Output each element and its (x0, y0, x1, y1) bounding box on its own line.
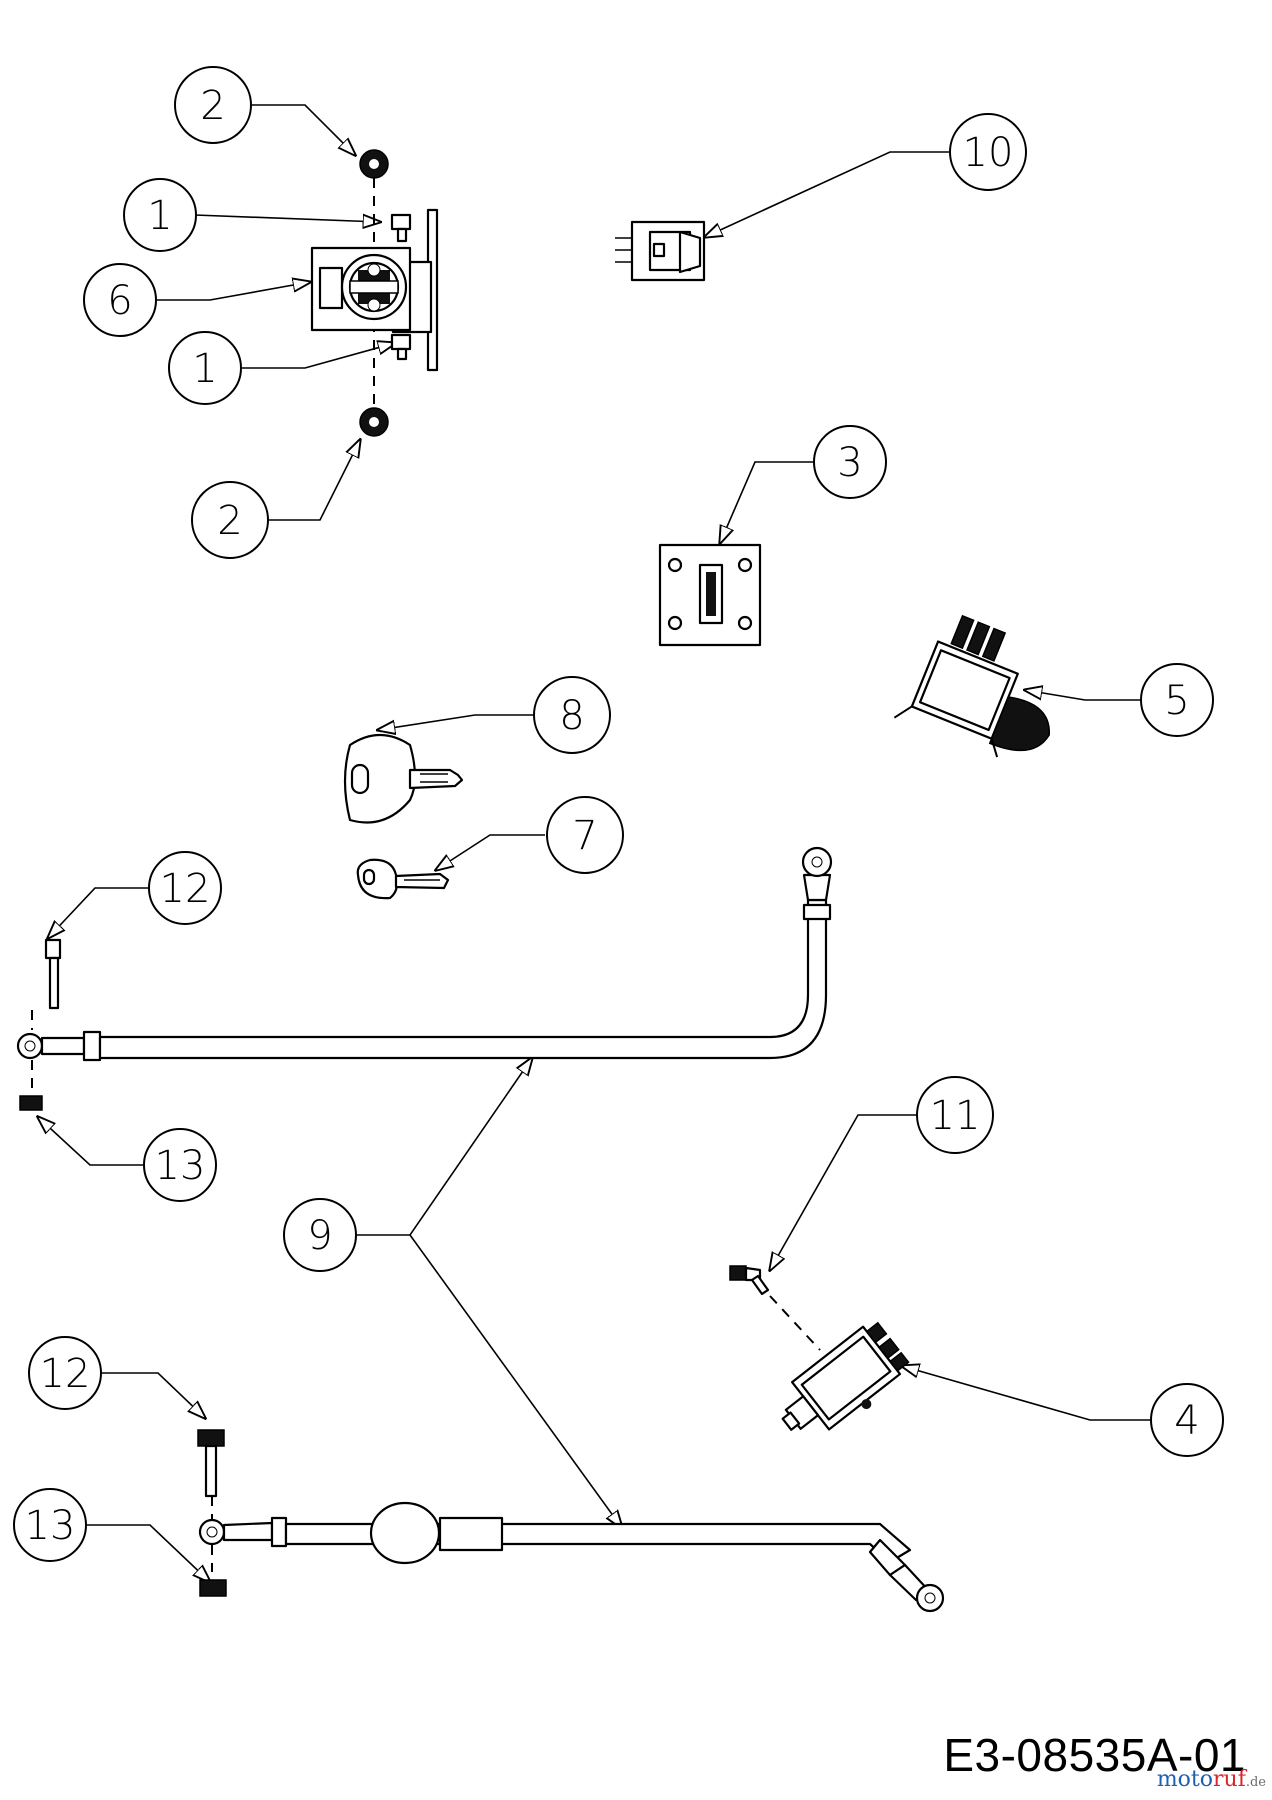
callout-10: 10 (949, 113, 1027, 191)
callout-11: 11 (916, 1076, 994, 1154)
svg-text:7: 7 (572, 813, 597, 859)
svg-text:10: 10 (963, 130, 1014, 176)
callout-5: 5 (1140, 663, 1214, 737)
callout-1-bottom: 1 (168, 331, 242, 405)
callout-8: 8 (533, 676, 611, 754)
svg-text:1: 1 (147, 193, 172, 239)
rotary-switch-part-5 (893, 614, 1050, 758)
svg-text:3: 3 (837, 440, 862, 486)
watermark-logo: motoruf.de (1157, 1767, 1266, 1792)
svg-text:1: 1 (192, 346, 217, 392)
svg-text:9: 9 (307, 1213, 332, 1259)
svg-text:13: 13 (155, 1143, 206, 1189)
callout-4: 4 (1150, 1383, 1224, 1457)
callout-12-bottom: 12 (28, 1336, 102, 1410)
bezel-plate-part-3 (658, 543, 762, 647)
callout-9: 9 (283, 1198, 357, 1272)
svg-text:5: 5 (1164, 678, 1189, 724)
svg-text:4: 4 (1174, 1398, 1199, 1444)
svg-text:12: 12 (40, 1351, 91, 1397)
document-number: E3-08535A-01 (943, 1729, 1246, 1781)
callout-2-top: 2 (174, 66, 252, 144)
watermark-text-part2: ruf (1213, 1767, 1246, 1792)
key-part-8 (343, 734, 464, 824)
callout-1-top: 1 (123, 178, 197, 252)
key-part-7 (356, 858, 450, 900)
svg-text:6: 6 (107, 278, 132, 324)
callout-3: 3 (813, 425, 887, 499)
callout-7: 7 (546, 796, 624, 874)
leader-lines (38, 104, 1150, 1582)
cable-upper-part-9 (16, 846, 833, 1111)
switch-part-4 (729, 1265, 910, 1431)
callout-13-top: 13 (143, 1128, 217, 1202)
callout-6: 6 (83, 263, 157, 337)
ignition-switch-assembly (310, 149, 439, 437)
watermark-text-part1: moto (1156, 1767, 1214, 1792)
svg-text:12: 12 (160, 866, 211, 912)
svg-text:13: 13 (25, 1503, 76, 1549)
svg-text:2: 2 (200, 83, 225, 129)
callout-2-bottom: 2 (191, 481, 269, 559)
svg-text:2: 2 (217, 498, 242, 544)
svg-text:8: 8 (559, 693, 584, 739)
switch-part-10 (615, 220, 706, 282)
watermark-suffix: .de (1245, 1775, 1266, 1790)
callout-13-bottom: 13 (13, 1488, 87, 1562)
svg-text:11: 11 (930, 1093, 981, 1139)
callout-12-top: 12 (148, 851, 222, 925)
cable-lower-part-9 (197, 1429, 945, 1613)
